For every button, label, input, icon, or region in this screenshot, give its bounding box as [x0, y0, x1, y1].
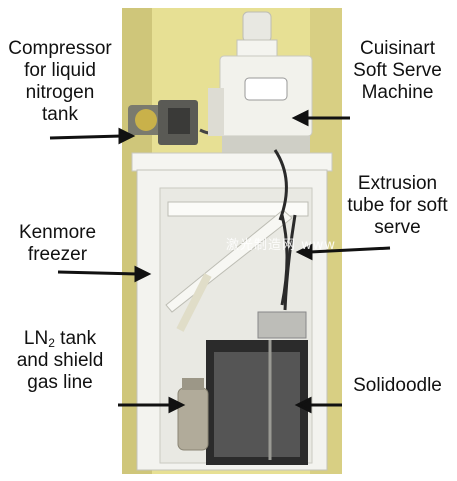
extrusion-label: Extrusion tube for soft serve	[347, 173, 448, 238]
extrusion-tube	[273, 149, 297, 311]
ln2-tank	[177, 378, 209, 451]
arrow-solidoodle-head	[294, 396, 312, 414]
solidoodle-label: Solidoodle	[353, 375, 442, 396]
arrow-extrusion-head	[295, 243, 313, 261]
watermark-text: 激光制造网 www	[226, 238, 337, 253]
arrow-ln2-head	[168, 396, 186, 414]
cuisinart-label: Cuisinart Soft Serve Machine	[353, 38, 442, 103]
freezer-top	[131, 152, 333, 172]
arrow-kenmore-head	[134, 265, 152, 283]
arrows	[49, 109, 391, 414]
arrow-cuisinart-head	[291, 109, 309, 127]
ln2-label: LN2 tank and shield gas line	[16, 328, 104, 393]
arrow-compressor-head	[118, 127, 136, 145]
cuisinart-machine	[208, 11, 313, 154]
arrow-compressor	[49, 134, 123, 140]
solidoodle-printer	[206, 311, 308, 465]
kenmore-label: Kenmore freezer	[18, 222, 97, 265]
arrow-kenmore	[57, 270, 139, 276]
arrow-extrusion	[309, 246, 391, 254]
compressor-label: Compressor for liquid nitrogen tank	[8, 38, 112, 125]
